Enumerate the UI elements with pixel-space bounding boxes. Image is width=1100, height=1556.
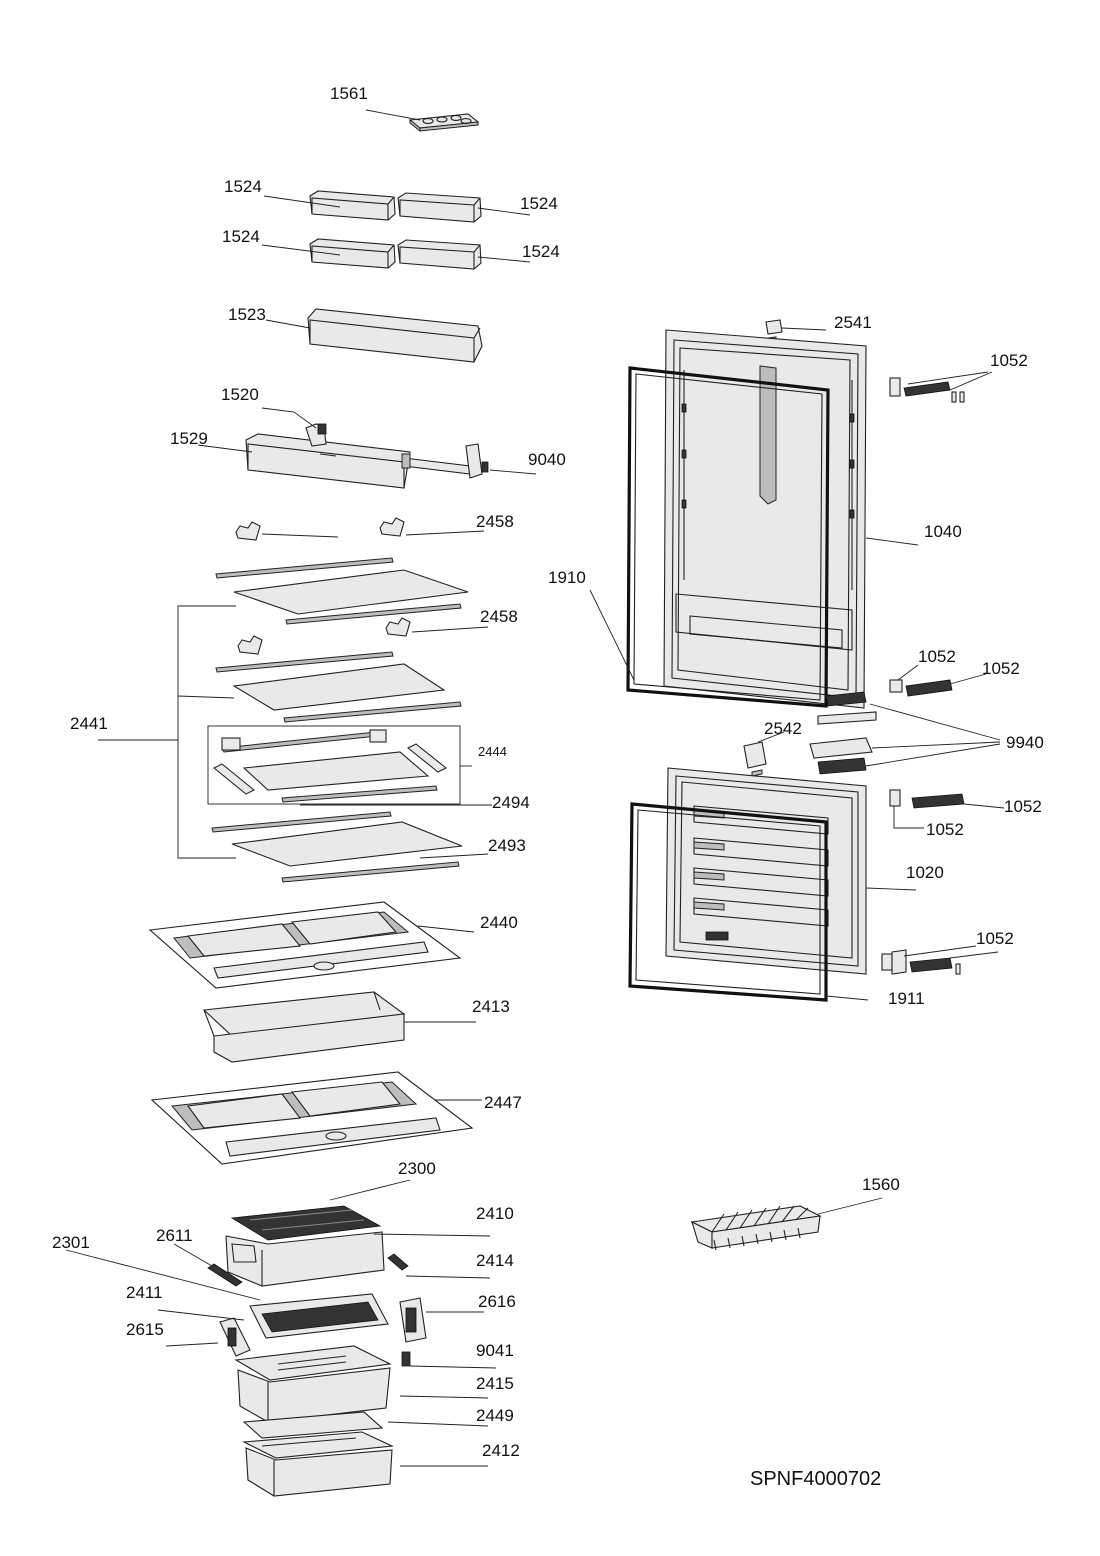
slide-rail-2616 (399, 1297, 427, 1343)
shelf-support-2458-a (235, 517, 405, 541)
knob-9040 (481, 461, 489, 473)
label-2410: 2410 (476, 1204, 514, 1223)
ice-tray-1560 (690, 1205, 822, 1251)
label-2458-b: 2458 (480, 607, 518, 626)
label-1524-b: 1524 (520, 194, 558, 213)
label-2494: 2494 (492, 793, 530, 812)
drawer-divider-2449 (242, 1411, 384, 1439)
label-1561: 1561 (330, 84, 368, 103)
label-1052-c: 1052 (982, 659, 1020, 678)
label-1040: 1040 (924, 522, 962, 541)
glass-shelf-1 (215, 557, 469, 625)
freezer-drawer-2415 (234, 1345, 392, 1423)
shelf-group-bracket-2441 (98, 605, 236, 859)
label-1529: 1529 (170, 429, 208, 448)
door-bin-1523 (307, 308, 483, 363)
door-gasket-1910 (626, 366, 830, 708)
label-2611: 2611 (156, 1226, 193, 1245)
label-1052-f: 1052 (976, 929, 1014, 948)
label-1020: 1020 (906, 863, 944, 882)
label-2300: 2300 (398, 1159, 436, 1178)
middle-hinge-parts (809, 679, 965, 809)
label-1520: 1520 (221, 385, 259, 404)
document-code: SPNF4000702 (750, 1468, 881, 1490)
clip-1520 (305, 423, 327, 447)
freezer-drawer-2414 (225, 1231, 385, 1287)
label-2615: 2615 (126, 1320, 164, 1339)
fridge-door-1040 (663, 329, 867, 709)
egg-tray-1561 (408, 113, 480, 133)
label-2616: 2616 (478, 1292, 516, 1311)
label-1052-a: 1052 (990, 351, 1028, 370)
label-1524-d: 1524 (522, 242, 560, 261)
label-2440: 2440 (480, 913, 518, 932)
label-2415: 2415 (476, 1374, 514, 1393)
knob-9041 (401, 1351, 411, 1367)
door-gasket-1911 (628, 802, 828, 1002)
door-bin-1524-upper-right (397, 192, 482, 223)
hinge-1052-top (889, 377, 965, 403)
label-9040: 9040 (528, 450, 566, 469)
crisper-cover-2447 (150, 1071, 474, 1165)
label-9041: 9041 (476, 1341, 514, 1360)
label-9940: 9940 (1006, 733, 1044, 752)
slide-rail-2414-right (387, 1253, 409, 1271)
label-1524-a: 1524 (224, 177, 262, 196)
label-1910: 1910 (548, 568, 586, 587)
freezer-drawer-2412 (242, 1431, 395, 1497)
drawer-lid-2410 (230, 1205, 382, 1241)
shelf-support-2458-b (237, 617, 411, 655)
label-1052-d: 1052 (1004, 797, 1042, 816)
label-2458-a: 2458 (476, 512, 514, 531)
label-2493: 2493 (488, 836, 526, 855)
label-2542: 2542 (764, 719, 802, 738)
label-2413: 2413 (472, 997, 510, 1016)
label-1524-c: 1524 (222, 227, 260, 246)
label-2541: 2541 (834, 313, 872, 332)
label-1523: 1523 (228, 305, 266, 324)
glass-shelf-3 (211, 811, 463, 883)
door-bin-1524-lower-right (397, 239, 482, 270)
crisper-drawer-2413 (202, 991, 406, 1063)
label-2411: 2411 (126, 1283, 163, 1302)
folding-shelf-2444 (212, 729, 448, 803)
label-2447: 2447 (484, 1093, 522, 1112)
assembly-box-2444 (207, 725, 461, 805)
label-1560: 1560 (862, 1175, 900, 1194)
label-1052-b: 1052 (918, 647, 956, 666)
hinge-1052-bottom (881, 949, 961, 975)
drawer-lid-2411 (249, 1293, 389, 1339)
door-bin-1524-lower-left (309, 238, 396, 269)
hinge-cover-2542 (743, 741, 767, 777)
slide-rail-2615 (219, 1317, 251, 1357)
label-2449: 2449 (476, 1406, 514, 1425)
crisper-cover-2440 (148, 901, 462, 989)
label-1911: 1911 (888, 989, 925, 1008)
label-2444: 2444 (478, 744, 507, 759)
glass-shelf-2 (215, 651, 462, 723)
label-2414: 2414 (476, 1251, 514, 1270)
bottle-bin-1529 (245, 433, 483, 489)
freezer-door-1020 (665, 767, 867, 975)
label-2412: 2412 (482, 1441, 520, 1460)
label-2301: 2301 (52, 1233, 90, 1252)
label-1052-e: 1052 (926, 820, 964, 839)
door-bin-1524-upper-left (309, 190, 396, 221)
slide-rail-2611 (207, 1263, 243, 1287)
label-2441: 2441 (70, 714, 108, 733)
